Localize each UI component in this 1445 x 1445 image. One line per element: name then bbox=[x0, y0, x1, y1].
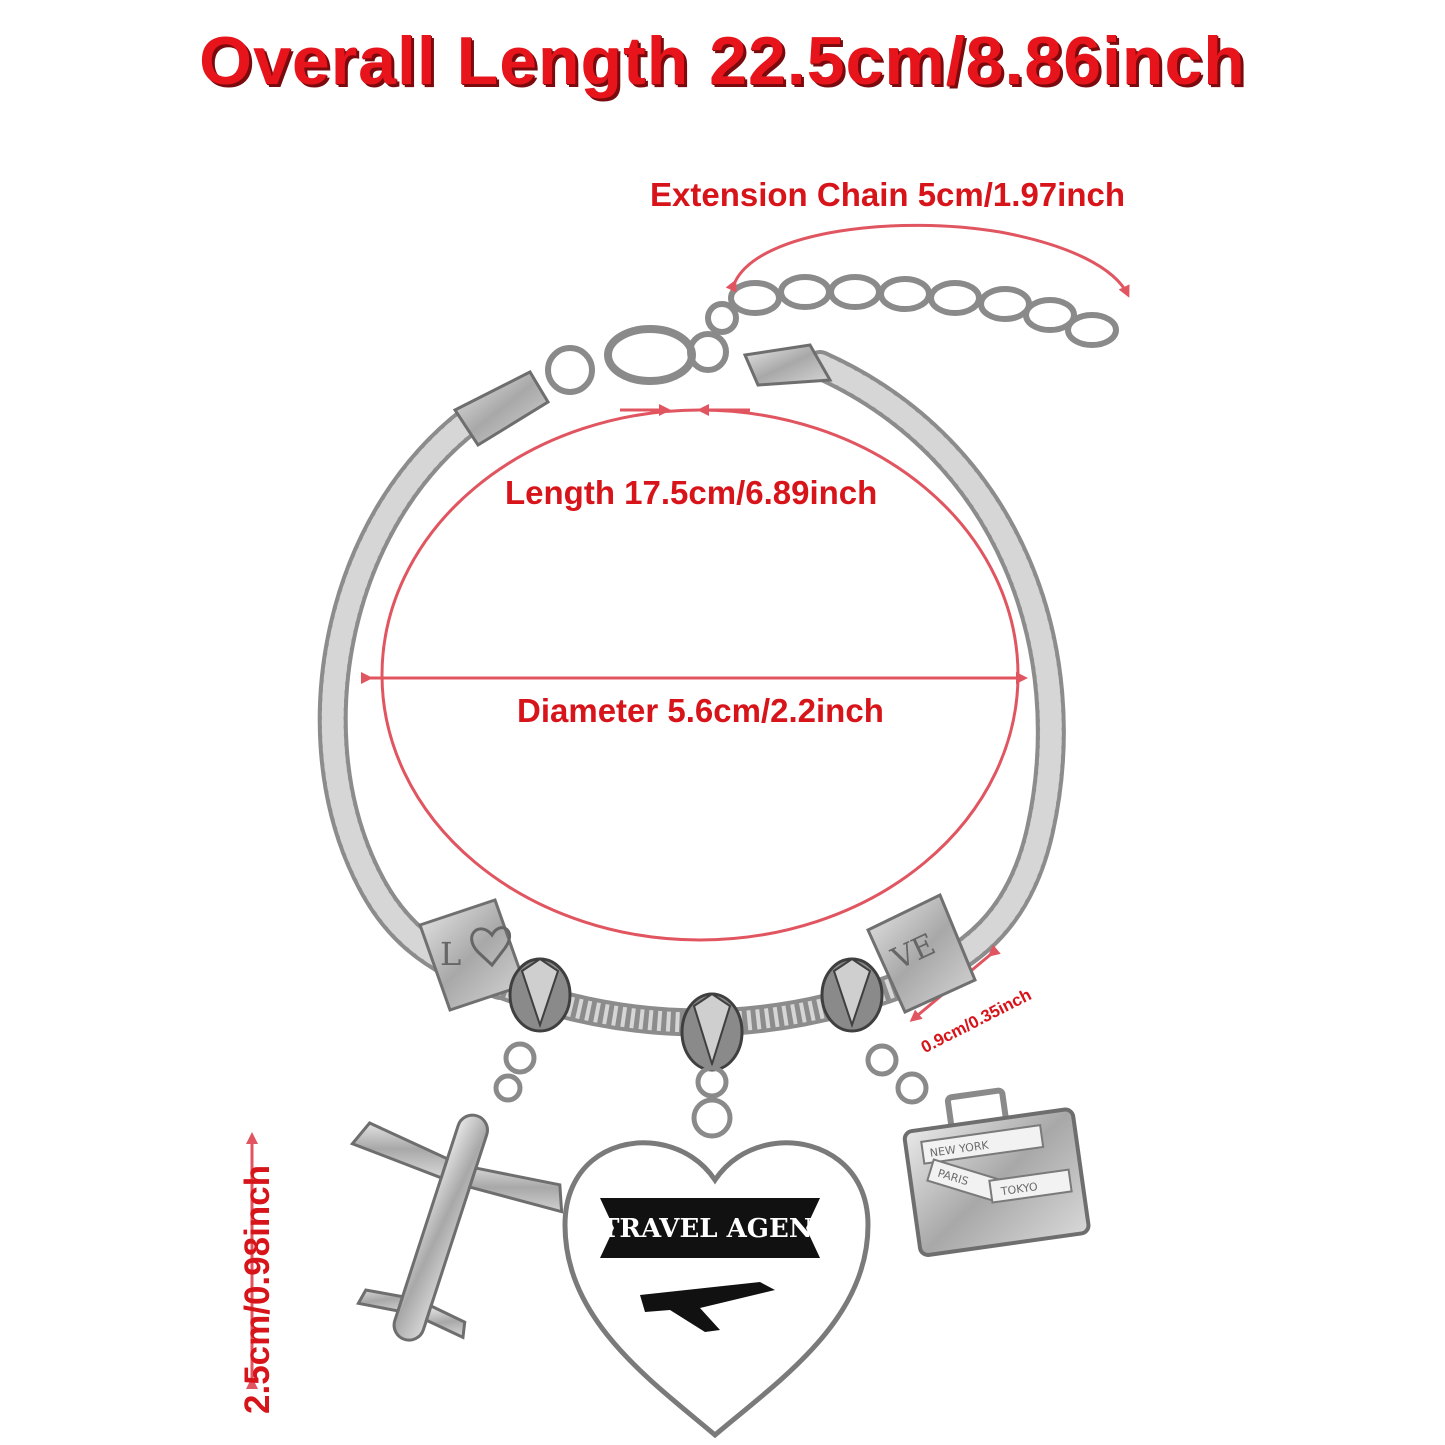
extension-chain-label: Extension Chain 5cm/1.97inch bbox=[650, 176, 1125, 213]
dimension-markers bbox=[246, 223, 1130, 1389]
length-label: Length 17.5cm/6.89inch bbox=[505, 474, 878, 511]
diameter-label: Diameter 5.6cm/2.2inch bbox=[517, 692, 884, 729]
airplane-charm bbox=[349, 1041, 564, 1342]
heart-charm bbox=[562, 1065, 871, 1439]
svg-text:L: L bbox=[440, 935, 461, 973]
clasp bbox=[452, 301, 833, 448]
overall-length-label: Overall Length 22.5cm/8.86inch bbox=[199, 23, 1246, 99]
love-bead-left: L bbox=[418, 898, 527, 1012]
love-bead-right: VE bbox=[866, 892, 977, 1014]
spacer-beads bbox=[508, 957, 884, 1072]
charm-height-label: 2.5cm/0.98inch bbox=[238, 1164, 277, 1414]
extension-chain bbox=[728, 274, 1119, 348]
suitcase-charm bbox=[865, 1043, 1091, 1257]
